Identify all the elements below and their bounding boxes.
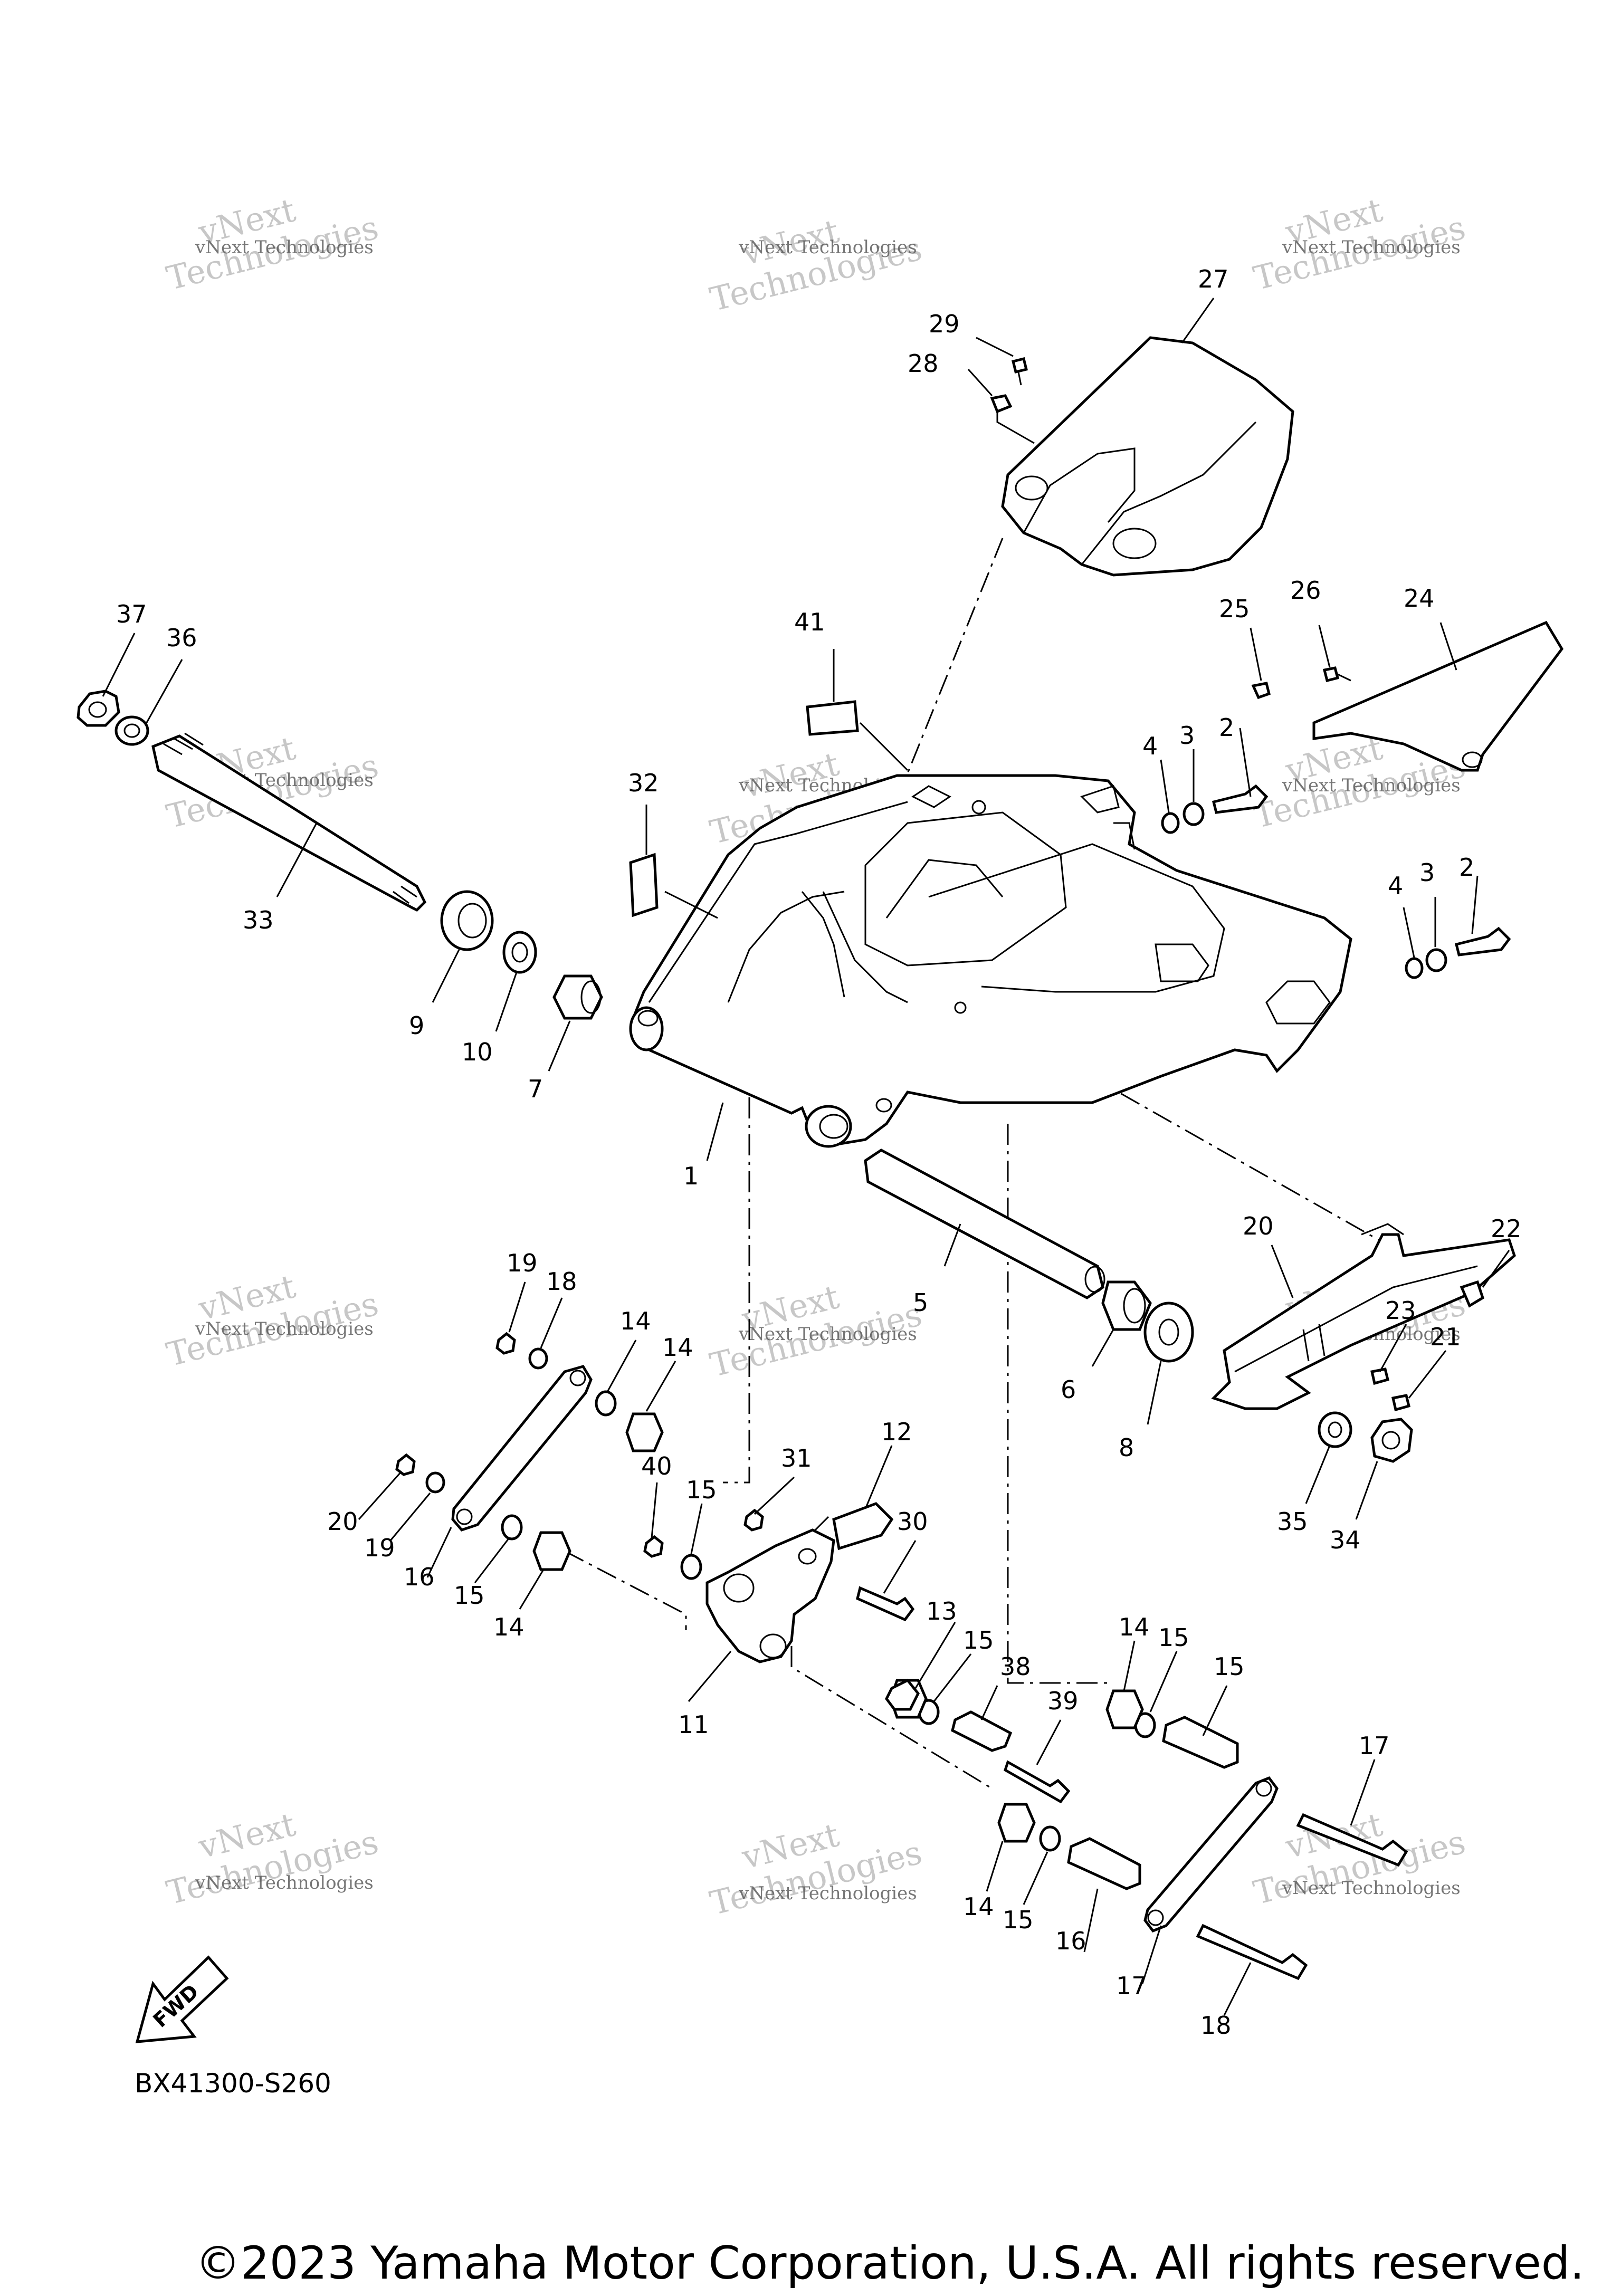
callout-40: 39	[1047, 1687, 1079, 1715]
watermark-small: vNext Technologies	[1282, 237, 1461, 258]
part-33-label	[629, 853, 718, 919]
callout-28: 27	[1198, 265, 1229, 293]
watermark: vNext Technologies	[706, 1277, 926, 1384]
callout-13: 13	[926, 1597, 957, 1625]
diagram-code: BX41300-S260	[135, 2068, 331, 2099]
callout-18: 18	[1200, 2011, 1232, 2040]
part-1-swingarm	[629, 774, 1352, 1148]
callout-7: 7	[528, 1075, 543, 1103]
callout-17: 17	[1116, 1972, 1147, 2000]
callout-14: 14	[1119, 1613, 1150, 1641]
callout-1: 1	[683, 1162, 699, 1190]
part-9-oil-seal	[440, 890, 494, 951]
watermark-small: vNext Technologies	[738, 1883, 917, 1904]
part-8-washer	[1143, 1302, 1194, 1363]
callout-12: 12	[881, 1418, 912, 1446]
callout-41: 40	[641, 1452, 672, 1480]
callout-22: 21	[1430, 1323, 1461, 1351]
callout-15: 14	[620, 1307, 651, 1335]
callout-18: 17	[1359, 1731, 1390, 1760]
callout-30: 29	[929, 310, 960, 338]
callout-11: 11	[678, 1710, 709, 1739]
watermark-small: vNext Technologies	[1282, 775, 1461, 796]
callout-15: 15	[1158, 1623, 1189, 1652]
callout-26: 25	[1219, 595, 1250, 623]
callout-31: 30	[897, 1507, 928, 1536]
callout-23: 22	[1491, 1214, 1522, 1243]
copyright-notice: ©2023 Yamaha Motor Corporation, U.S.A. A…	[195, 2237, 1585, 2290]
part-11-relay-arm	[705, 1528, 835, 1663]
part-17-connecting-rod	[1143, 1776, 1279, 1933]
callout-33: 32	[628, 769, 659, 797]
part-5-collar	[864, 1149, 1105, 1299]
callout-17: 16	[404, 1563, 435, 1591]
callout-numbers: 1 2 2 3 3 4 4 5 6 7 8 9 10 11 12 13 14 1…	[116, 265, 1522, 2040]
part-10-washer	[502, 931, 537, 974]
part-17-connecting-rod	[451, 1365, 593, 1532]
callout-15: 15	[1003, 1906, 1034, 1934]
callout-15: 15	[454, 1581, 485, 1610]
hardware	[395, 357, 1511, 1981]
callout-21: 20	[1243, 1212, 1274, 1240]
part-6-bearing	[1101, 1280, 1152, 1331]
callout-14: 14	[963, 1892, 994, 1921]
watermark-small: vNext Technologies	[738, 1324, 917, 1345]
watermark-small: vNext Technologies	[738, 237, 917, 258]
watermark: vNext Technologies	[163, 190, 382, 298]
callout-8: 8	[1119, 1433, 1134, 1462]
callout-36: 35	[1277, 1507, 1308, 1536]
watermark: vNext Technologies	[1250, 190, 1469, 298]
callout-14: 14	[662, 1333, 693, 1362]
watermark: vNext Technologies	[163, 1267, 382, 1374]
callout-24: 23	[1385, 1296, 1416, 1325]
callout-20: 20	[327, 1507, 358, 1536]
callout-35: 34	[1330, 1526, 1361, 1554]
watermark-small: vNext Technologies	[195, 237, 374, 258]
watermark-small: vNext Technologies	[1282, 1878, 1461, 1899]
callout-14: 14	[493, 1613, 525, 1641]
callout-16: 16	[1055, 1927, 1086, 1955]
callout-4: 4	[1388, 872, 1403, 900]
part-42-label	[806, 700, 909, 771]
callout-19: 19	[364, 1534, 395, 1562]
callout-3: 3	[1419, 858, 1435, 887]
watermark-small: vNext Technologies	[195, 1872, 374, 1893]
callout-5: 5	[913, 1288, 928, 1317]
callout-39: 38	[1000, 1652, 1031, 1681]
part-25-chain-cover	[1312, 620, 1564, 772]
part-28-cover	[1001, 336, 1294, 577]
part-7-bearing	[552, 974, 603, 1020]
callout-9: 9	[409, 1011, 424, 1040]
callout-29: 28	[908, 349, 939, 378]
part-37-washer	[115, 715, 149, 746]
callout-32: 31	[781, 1444, 812, 1472]
callout-19: 18	[546, 1267, 577, 1296]
part-34-pivot-shaft	[151, 732, 427, 912]
callout-10: 10	[462, 1038, 493, 1066]
callout-15: 15	[686, 1476, 717, 1504]
leader-lines	[102, 298, 1510, 2016]
callout-27: 26	[1290, 576, 1321, 605]
part-21-chain-guide	[1211, 1223, 1516, 1410]
callout-16: 15	[1214, 1652, 1245, 1681]
callout-2: 2	[1219, 713, 1234, 742]
callout-34: 33	[243, 906, 274, 934]
fwd-arrow-icon: FWD	[135, 1955, 229, 2043]
watermark-small: vNext Technologies	[195, 1318, 374, 1340]
callout-15: 15	[963, 1626, 994, 1654]
callout-20: 19	[507, 1249, 538, 1277]
callout-42: 41	[794, 608, 825, 636]
callout-25: 24	[1404, 584, 1435, 613]
callout-6: 6	[1061, 1375, 1076, 1404]
part-38-nut	[77, 690, 120, 727]
callout-3: 3	[1179, 721, 1195, 750]
callout-2: 2	[1459, 853, 1474, 882]
callout-38: 37	[116, 600, 147, 628]
callout-4: 4	[1142, 732, 1158, 760]
callout-37: 36	[166, 624, 197, 652]
